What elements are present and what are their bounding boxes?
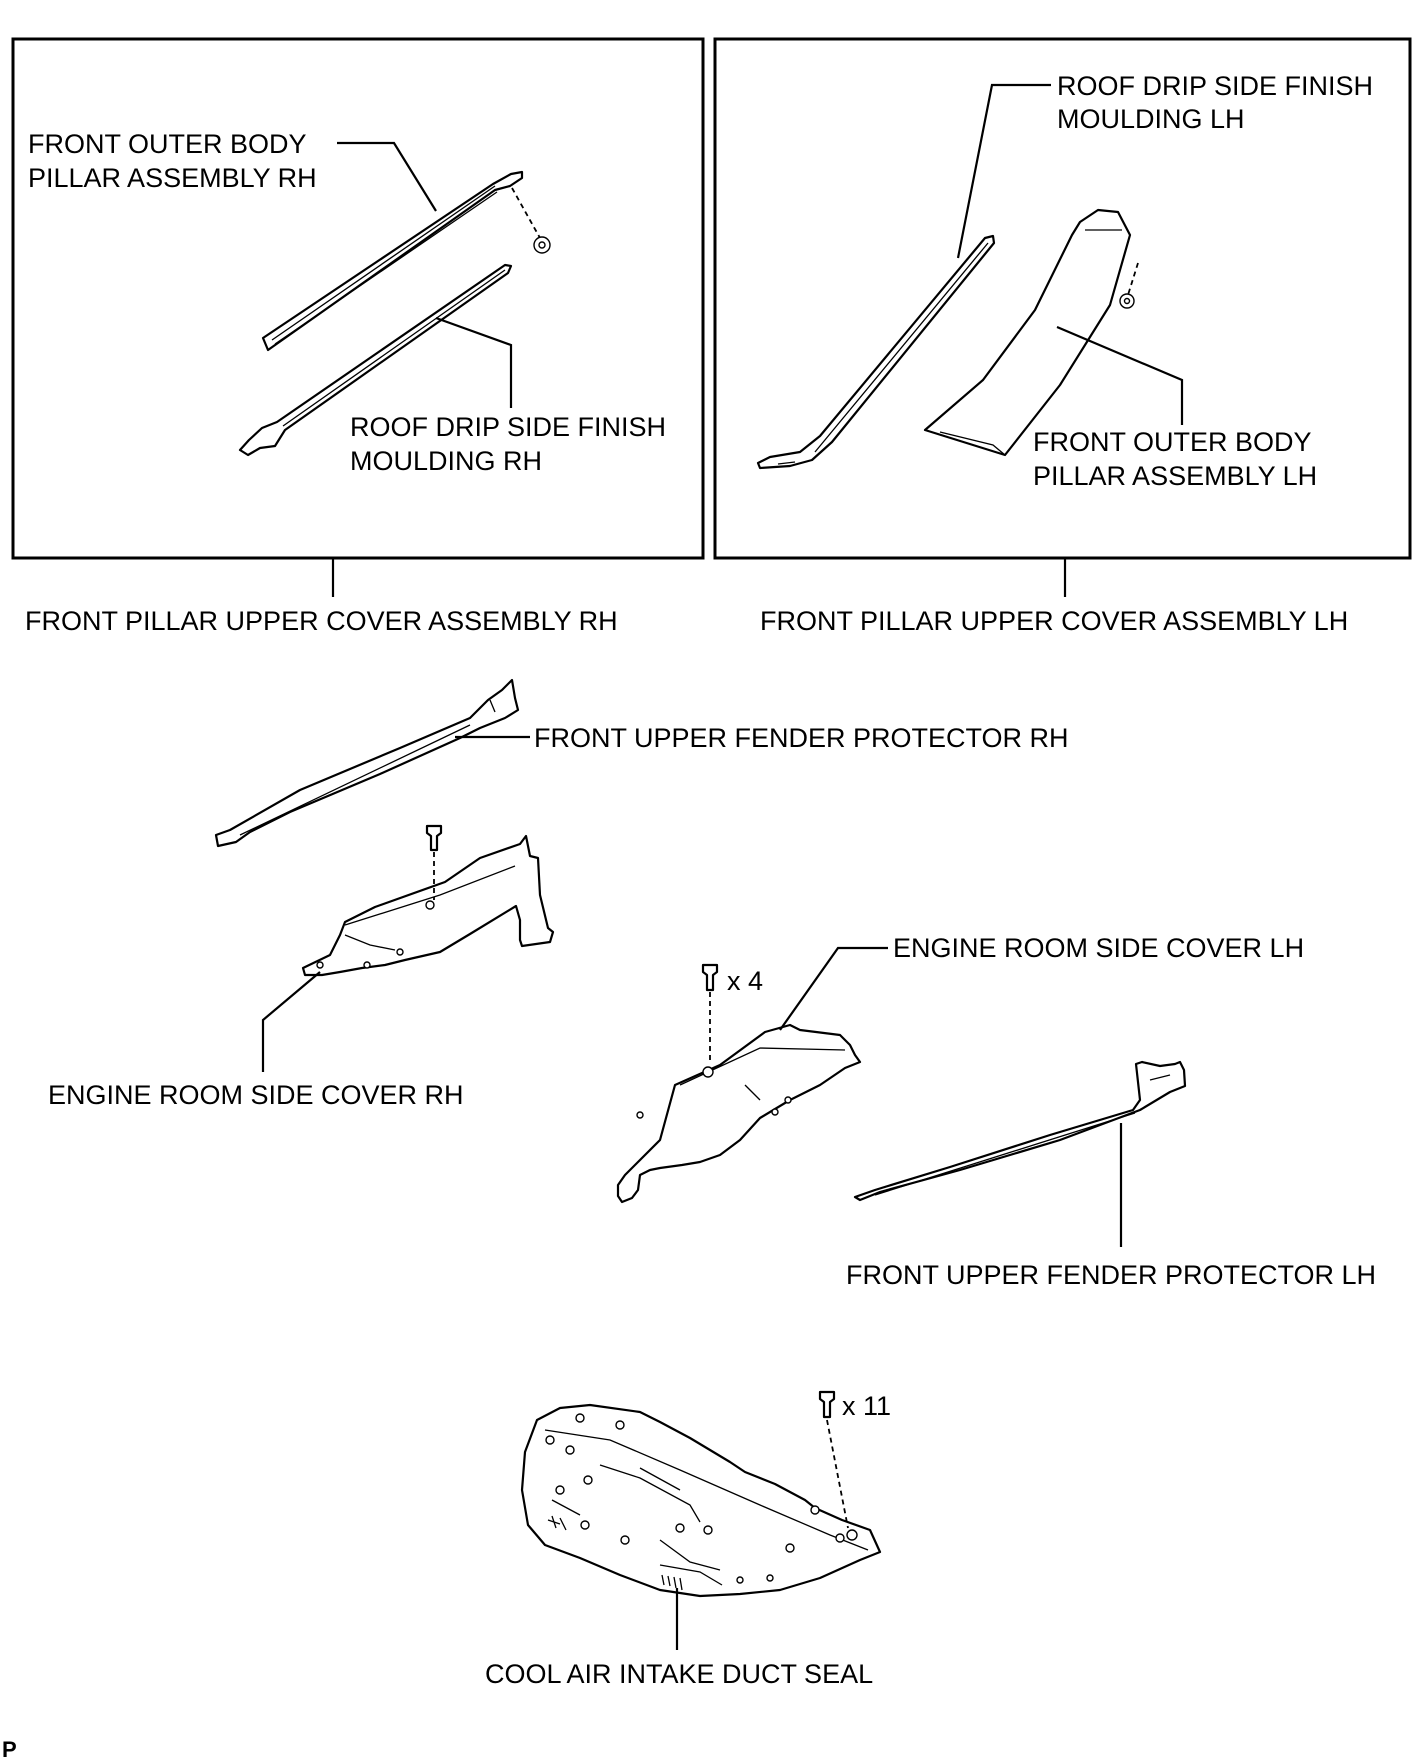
label-rh-roof-drip-line2: MOULDING RH [350, 446, 542, 476]
leader-lh-outer-pillar [1056, 325, 1184, 425]
label-rh-outer-pillar-line1: FRONT OUTER BODY [28, 129, 307, 159]
label-lh-pillar-cover: FRONT PILLAR UPPER COVER ASSEMBLY LH [760, 606, 1348, 636]
roof-drip-finish-moulding-lh-part [756, 234, 996, 470]
rh-pillar-fastener [511, 187, 551, 254]
label-lh-fender-protector: FRONT UPPER FENDER PROTECTOR LH [846, 1260, 1376, 1290]
leader-rh-engine-cover [261, 971, 321, 1072]
rh-pillar-cover-frame [11, 37, 705, 560]
lh-pillar-fastener [1119, 262, 1139, 309]
label-rh-fender-protector: FRONT UPPER FENDER PROTECTOR RH [534, 723, 1069, 753]
label-lh-outer-pillar-line1: FRONT OUTER BODY [1033, 427, 1312, 457]
cool-air-intake-duct-seal-part [520, 1403, 882, 1598]
label-lh-roof-drip-line1: ROOF DRIP SIDE FINISH [1057, 71, 1373, 101]
front-outer-body-pillar-rh-part [261, 170, 524, 352]
label-lh-engine-cover: ENGINE ROOM SIDE COVER LH [893, 933, 1304, 963]
leader-lh-engine-cover [779, 946, 888, 1031]
lh-engine-cover-clip [701, 963, 719, 1062]
engine-room-side-cover-lh-part [616, 1023, 862, 1204]
engine-room-side-cover-rh-part [301, 834, 555, 977]
label-rh-engine-cover: ENGINE ROOM SIDE COVER RH [48, 1080, 464, 1110]
label-lh-roof-drip-line2: MOULDING LH [1057, 104, 1245, 134]
front-upper-fender-protector-rh-part [214, 678, 520, 848]
lh-pillar-cover-frame [713, 37, 1412, 560]
label-cool-air-seal: COOL AIR INTAKE DUCT SEAL [485, 1659, 873, 1689]
front-upper-fender-protector-lh-part [853, 1060, 1187, 1202]
intake-seal-clip [818, 1390, 849, 1529]
leader-rh-roof-drip [435, 316, 513, 408]
front-outer-body-pillar-lh-part [923, 208, 1132, 457]
roof-drip-finish-moulding-rh-part [238, 263, 513, 457]
label-lh-engine-cover-clip-qty: x 4 [727, 966, 763, 996]
leader-rh-outer-pillar [337, 141, 437, 212]
label-rh-pillar-cover: FRONT PILLAR UPPER COVER ASSEMBLY RH [25, 606, 618, 636]
leader-lh-roof-drip [956, 83, 1051, 259]
label-intake-seal-clip-qty: x 11 [842, 1391, 891, 1421]
rh-engine-cover-clip [425, 824, 443, 900]
label-rh-outer-pillar-line2: PILLAR ASSEMBLY RH [28, 163, 317, 193]
label-lh-outer-pillar-line2: PILLAR ASSEMBLY LH [1033, 461, 1317, 491]
footer-code: P [2, 1737, 17, 1762]
label-rh-roof-drip-line1: ROOF DRIP SIDE FINISH [350, 412, 666, 442]
